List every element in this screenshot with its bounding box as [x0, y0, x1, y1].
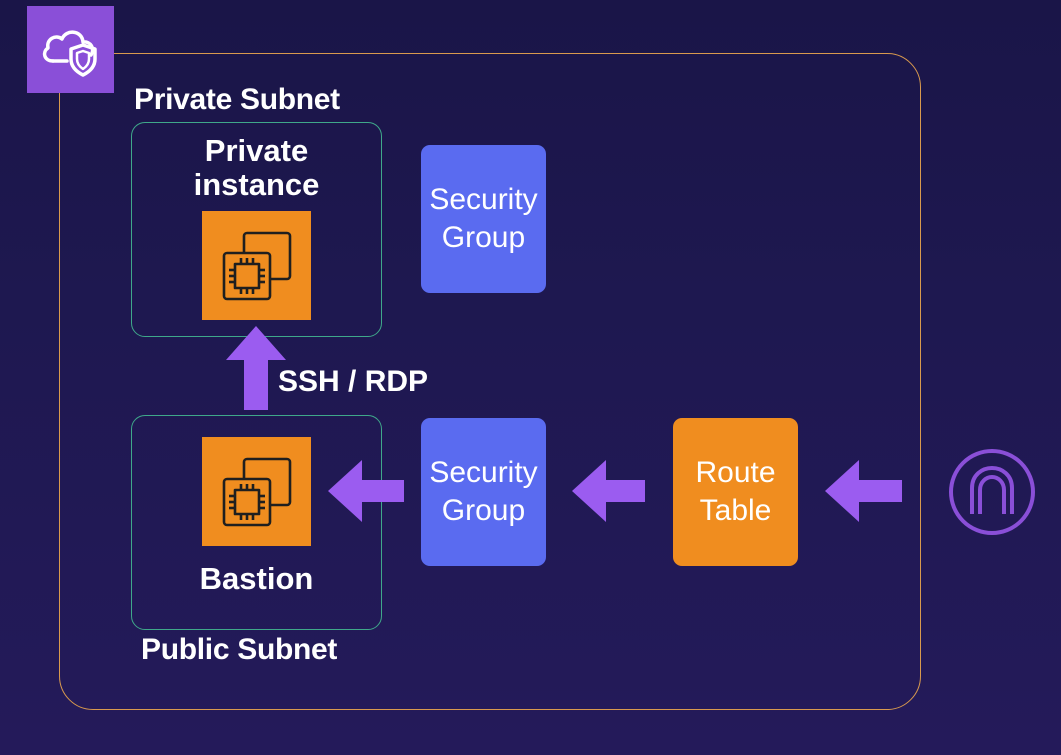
security-group-private: Security Group	[421, 145, 546, 293]
security-group-private-line1: Security	[429, 183, 538, 216]
private-instance-title-line1: Private	[204, 133, 309, 168]
security-group-private-line2: Group	[441, 221, 526, 254]
arrow-sg-to-bastion	[328, 460, 404, 522]
route-table-line2: Table	[699, 494, 772, 527]
ec2-instance-icon	[222, 231, 291, 300]
public-subnet-label: Public Subnet	[141, 633, 338, 666]
route-table-line1: Route	[695, 456, 776, 489]
security-group-public: Security Group	[421, 418, 546, 566]
private-instance-title-line2: instance	[193, 167, 320, 202]
private-subnet-label: Private Subnet	[134, 83, 340, 116]
security-group-public-line2: Group	[441, 494, 526, 527]
ec2-instance-icon	[222, 457, 291, 526]
bastion-ec2-tile	[202, 437, 311, 546]
private-instance-title: Private instance	[131, 134, 382, 202]
arrow-igw-to-rt	[825, 460, 902, 522]
ssh-rdp-label: SSH / RDP	[278, 365, 429, 398]
vpc-cloud-shield-icon	[42, 30, 97, 77]
ssh-rdp-arrow	[226, 326, 286, 410]
vpc-badge	[27, 6, 114, 93]
public-subnet-box	[131, 415, 382, 630]
private-ec2-tile	[202, 211, 311, 320]
arrow-rt-to-sg	[572, 460, 645, 522]
vpc-boundary	[59, 53, 921, 710]
internet-gateway-icon	[949, 449, 1035, 535]
security-group-public-line1: Security	[429, 456, 538, 489]
bastion-title: Bastion	[199, 561, 314, 596]
route-table: Route Table	[673, 418, 798, 566]
